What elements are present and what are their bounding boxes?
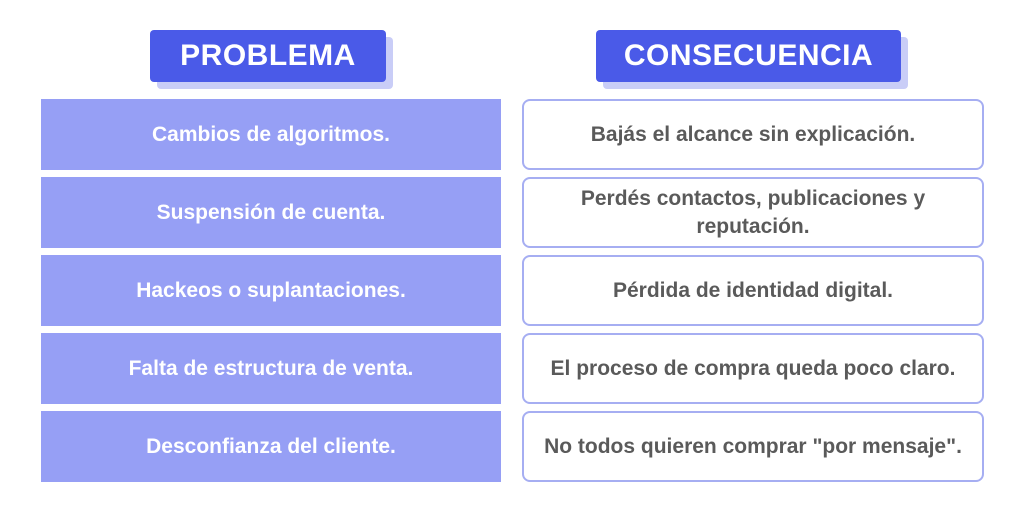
problem-cell: Hackeos o suplantaciones. xyxy=(41,255,501,326)
consequence-cell: No todos quieren comprar "por mensaje". xyxy=(522,411,984,482)
problem-cell: Suspensión de cuenta. xyxy=(41,177,501,248)
consequence-cell: El proceso de compra queda poco claro. xyxy=(522,333,984,404)
row-4: Falta de estructura de venta. El proceso… xyxy=(41,333,984,404)
consequence-cell: Perdés contactos, publicaciones y reputa… xyxy=(522,177,984,248)
problem-cell: Cambios de algoritmos. xyxy=(41,99,501,170)
row-2: Suspensión de cuenta. Perdés contactos, … xyxy=(41,177,984,248)
row-3: Hackeos o suplantaciones. Pérdida de ide… xyxy=(41,255,984,326)
problem-cell: Desconfianza del cliente. xyxy=(41,411,501,482)
header-problema: PROBLEMA xyxy=(150,30,386,82)
problem-cell: Falta de estructura de venta. xyxy=(41,333,501,404)
row-1: Cambios de algoritmos. Bajás el alcance … xyxy=(41,99,984,170)
row-5: Desconfianza del cliente. No todos quier… xyxy=(41,411,984,482)
header-consecuencia: CONSECUENCIA xyxy=(596,30,901,82)
rows-container: Cambios de algoritmos. Bajás el alcance … xyxy=(41,99,984,489)
consequence-cell: Bajás el alcance sin explicación. xyxy=(522,99,984,170)
consequence-cell: Pérdida de identidad digital. xyxy=(522,255,984,326)
